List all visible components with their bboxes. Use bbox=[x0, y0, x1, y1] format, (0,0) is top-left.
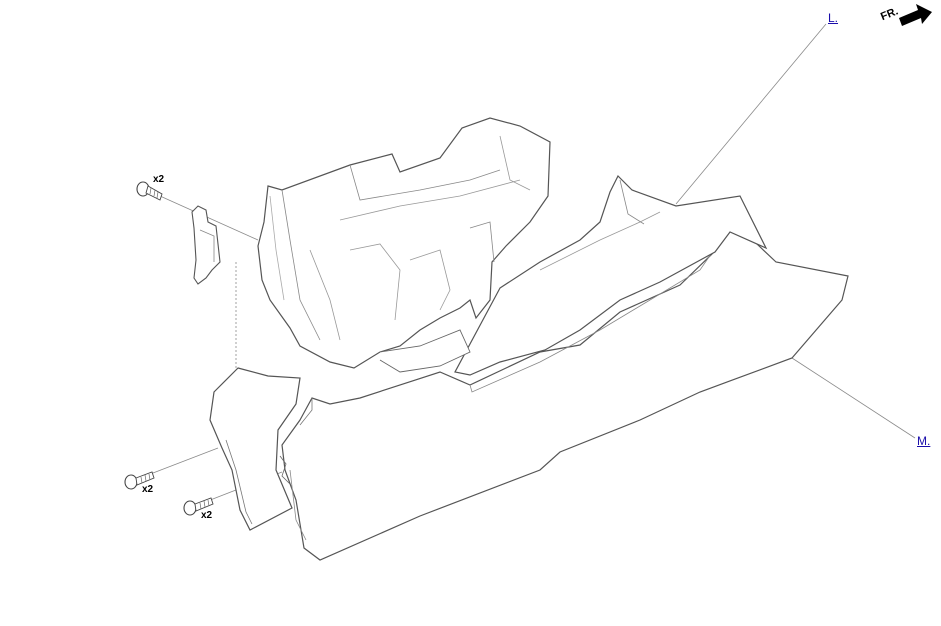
leader-line-l bbox=[675, 23, 827, 205]
screw-left bbox=[124, 471, 155, 490]
console-box-body bbox=[257, 117, 551, 373]
screw-right bbox=[183, 497, 214, 516]
callout-l-link[interactable]: L. bbox=[828, 11, 839, 25]
callout-m-link[interactable]: M. bbox=[917, 434, 931, 448]
leader-line-m bbox=[791, 357, 916, 439]
front-trim-piece bbox=[209, 367, 301, 531]
right-screw-quantity: x2 bbox=[201, 510, 213, 521]
screw-top bbox=[136, 181, 163, 201]
top-screw-quantity: x2 bbox=[153, 174, 165, 185]
leader-line-left-screw bbox=[139, 447, 219, 479]
front-arrow-icon bbox=[899, 4, 932, 26]
bracket bbox=[191, 205, 221, 285]
console-lower-panel bbox=[279, 223, 849, 561]
left-screw-quantity: x2 bbox=[142, 484, 154, 495]
leader-line-top-screw bbox=[159, 195, 259, 241]
console-upper-panel bbox=[454, 174, 768, 376]
